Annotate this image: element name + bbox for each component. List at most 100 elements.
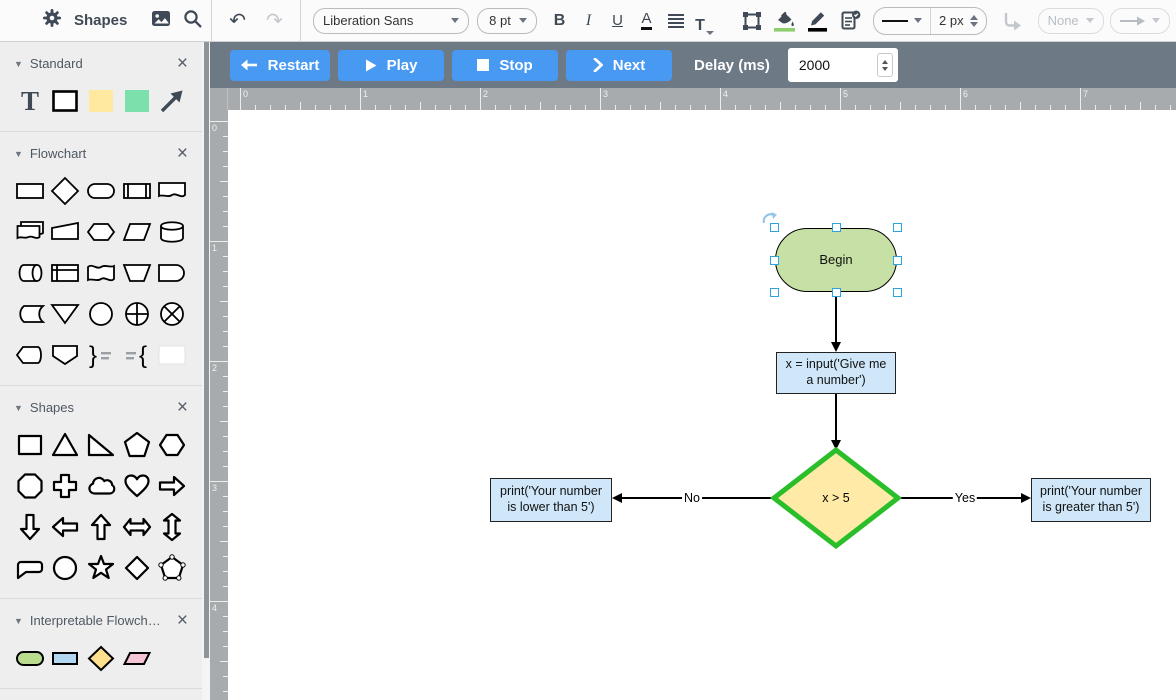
arrow-end-select[interactable] (1109, 7, 1170, 34)
redo-icon[interactable]: ↷ (266, 9, 283, 32)
align-justify-icon[interactable] (661, 7, 690, 35)
shape-arrow-left[interactable] (49, 511, 81, 543)
underline-button[interactable]: U (612, 12, 623, 29)
shape-display[interactable] (14, 339, 46, 371)
undo-icon[interactable]: ↶ (229, 9, 246, 32)
close-icon[interactable]: × (176, 142, 188, 164)
format-border-icon[interactable] (735, 6, 768, 36)
play-button[interactable]: Play (338, 49, 444, 81)
edit-style-icon[interactable] (834, 6, 867, 36)
shape-brace-left[interactable]: { (121, 339, 153, 371)
shape-rectangle[interactable] (49, 85, 81, 117)
waypoint-style-icon[interactable] (997, 6, 1030, 36)
section-header[interactable]: ▼Flowchart× (0, 132, 202, 169)
shape-arrow-left-right[interactable] (121, 511, 153, 543)
shape-summing-junction[interactable] (156, 298, 188, 330)
shape-pentagon[interactable] (121, 429, 153, 461)
restart-button[interactable]: Restart (230, 49, 330, 81)
edge-label-yes[interactable]: Yes (952, 491, 978, 505)
shape-off-page-connector[interactable] (49, 339, 81, 371)
shape-arrow[interactable] (156, 85, 188, 117)
shape-square[interactable] (121, 85, 153, 117)
shape-note[interactable] (85, 85, 117, 117)
shape-text[interactable]: T (14, 85, 46, 117)
shape-i-decision[interactable] (85, 642, 117, 674)
shape-triangle[interactable] (49, 429, 81, 461)
shape-hexagon2[interactable] (156, 429, 188, 461)
shape-process[interactable] (14, 175, 46, 207)
scrollbar-thumb[interactable] (204, 42, 209, 658)
shape-data[interactable] (121, 216, 153, 248)
bold-button[interactable]: B (553, 11, 566, 29)
shape-i-process[interactable] (49, 642, 81, 674)
shape-brace-right[interactable]: } (85, 339, 117, 371)
shape-delay[interactable] (156, 257, 188, 289)
section-header[interactable]: ▼Shapes× (0, 386, 202, 423)
stop-button[interactable]: Stop (452, 49, 558, 81)
shape-preparation[interactable] (85, 216, 117, 248)
shape-white-box[interactable] (156, 339, 188, 371)
shape-manual-input[interactable] (49, 216, 81, 248)
shape-direct-access-storage[interactable] (14, 257, 46, 289)
font-size-select[interactable]: 8 pt (477, 7, 537, 34)
shape-decision[interactable] (49, 175, 81, 207)
shape-callout[interactable] (14, 552, 46, 584)
image-icon[interactable] (151, 9, 171, 33)
shape-arrow-up[interactable] (85, 511, 117, 543)
shape-square2[interactable] (14, 429, 46, 461)
rotate-handle-icon[interactable] (761, 211, 779, 229)
edge-label-no[interactable]: No (682, 491, 702, 505)
fill-color-icon[interactable] (768, 6, 801, 36)
shape-terminator[interactable] (85, 175, 117, 207)
shape-or[interactable] (121, 298, 153, 330)
shape-multi-document[interactable] (14, 216, 46, 248)
delay-stepper[interactable] (876, 53, 893, 77)
line-width-stepper[interactable]: 2 px (930, 7, 986, 34)
shape-right-triangle[interactable] (85, 429, 117, 461)
shape-star[interactable] (85, 552, 117, 584)
font-family-select[interactable]: Liberation Sans (313, 7, 469, 34)
next-button[interactable]: Next (566, 49, 672, 81)
shape-heart[interactable] (121, 470, 153, 502)
section-header[interactable]: ▼Standard× (0, 42, 202, 79)
shape-i-terminator[interactable] (14, 642, 46, 674)
sidebar-scrollbar[interactable] (202, 42, 210, 700)
shape-cloud[interactable] (85, 470, 117, 502)
close-icon[interactable]: × (176, 396, 188, 418)
close-icon[interactable]: × (176, 52, 188, 74)
shape-octagon[interactable] (14, 470, 46, 502)
connector-style-select[interactable]: None (1037, 7, 1104, 34)
shape-i-data[interactable] (121, 642, 153, 674)
shape-merge[interactable] (49, 298, 81, 330)
italic-button[interactable]: I (585, 11, 592, 29)
shape-arrow-down[interactable] (14, 511, 46, 543)
shape-arrow-right[interactable] (156, 470, 188, 502)
search-icon[interactable] (183, 9, 202, 33)
shape-arrow-up-down[interactable] (156, 511, 188, 543)
gear-icon[interactable] (42, 8, 62, 33)
decision-diamond[interactable] (769, 446, 903, 550)
shape-paper-tape[interactable] (85, 257, 117, 289)
shape-manual-operation[interactable] (121, 257, 153, 289)
shape-diamond2[interactable] (121, 552, 153, 584)
shape-internal-storage[interactable] (49, 257, 81, 289)
shape-database[interactable] (156, 216, 188, 248)
section-header[interactable]: ▼Interpretable Flowch…× (0, 599, 202, 636)
node-begin[interactable]: Begin (775, 228, 897, 292)
line-color-icon[interactable] (801, 6, 834, 36)
shape-document[interactable] (156, 175, 188, 207)
shape-cross[interactable] (49, 470, 81, 502)
line-style-select[interactable] (874, 8, 930, 34)
close-icon[interactable]: × (176, 609, 188, 631)
shape-connector[interactable] (85, 298, 117, 330)
shape-polygon-dots[interactable] (156, 552, 188, 584)
shape-predefined-process[interactable] (121, 175, 153, 207)
shape-stored-data[interactable] (14, 298, 46, 330)
shape-circle[interactable] (49, 552, 81, 584)
text-options-button[interactable]: T (690, 7, 719, 35)
stepper-arrows[interactable] (969, 14, 978, 27)
